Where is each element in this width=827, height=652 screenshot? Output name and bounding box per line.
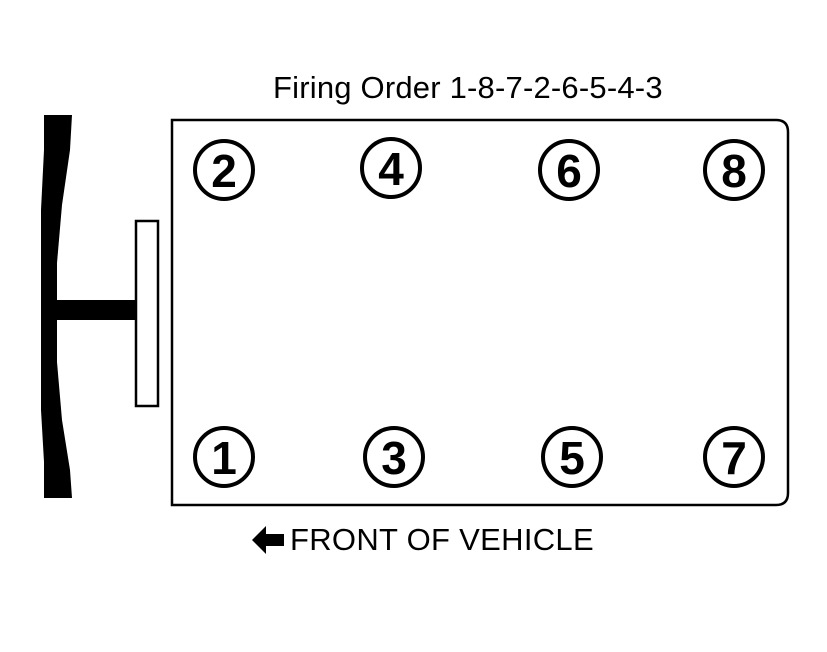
cylinder-top-3: 6 [538, 139, 600, 201]
cylinder-top-4: 8 [703, 139, 765, 201]
front-of-vehicle-text: FRONT OF VEHICLE [290, 522, 594, 557]
cylinder-number: 4 [378, 143, 404, 195]
cylinder-number: 3 [381, 432, 407, 484]
cylinder-number: 2 [211, 145, 237, 197]
arrow-left-icon [252, 526, 284, 554]
cylinder-number: 8 [721, 145, 747, 197]
flywheel [41, 115, 136, 498]
engine-block [170, 118, 790, 507]
cylinder-top-1: 2 [193, 139, 255, 201]
cylinder-bottom-2: 3 [363, 426, 425, 488]
cylinder-bottom-4: 7 [703, 426, 765, 488]
cylinder-top-2: 4 [360, 137, 422, 199]
cylinder-number: 1 [211, 432, 237, 484]
firing-order-title: Firing Order 1-8-7-2-6-5-4-3 [273, 70, 663, 105]
cylinder-number: 5 [559, 432, 585, 484]
cylinder-number: 6 [556, 145, 582, 197]
cylinder-number: 7 [721, 432, 747, 484]
cylinder-bottom-1: 1 [193, 426, 255, 488]
cylinder-bottom-3: 5 [541, 426, 603, 488]
front-of-vehicle-label: FRONT OF VEHICLE [252, 520, 594, 560]
harmonic-balancer [134, 219, 160, 408]
